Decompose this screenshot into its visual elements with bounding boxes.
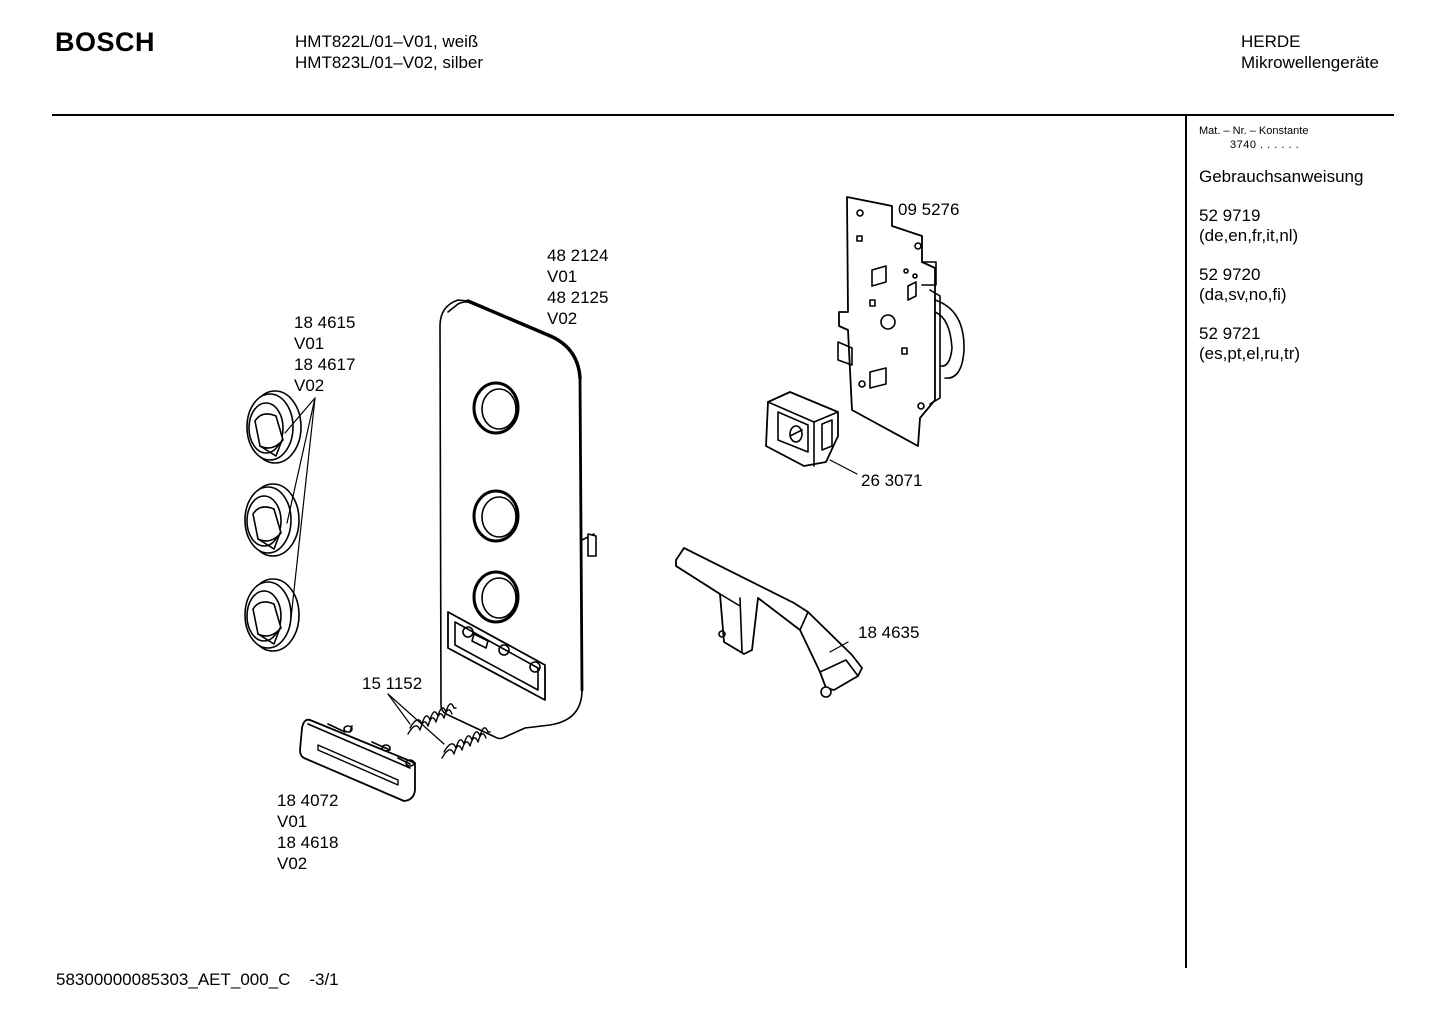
variant-code: V02 (547, 309, 578, 328)
part-number: 48 2125 (547, 288, 609, 307)
variant-code: V01 (294, 334, 325, 353)
exploded-parts-diagram (244, 196, 965, 802)
part-number: 09 5276 (898, 200, 960, 219)
sidebar-divider (1185, 116, 1187, 968)
manual-heading: Gebrauchsanweisung (1199, 167, 1364, 186)
bracket-drawing (675, 547, 863, 698)
bracket-part-number: 18 4635 (858, 622, 919, 643)
push-button-drawing (299, 718, 416, 802)
timer-part-number: 09 5276 (898, 199, 959, 220)
manual-number: 52 9721 (1199, 324, 1261, 343)
model-line: HMT823L/01–V02, silber (295, 53, 484, 72)
button-part-numbers: 18 4072 V01 18 4618 V02 (277, 790, 338, 874)
category-line: Mikrowellengeräte (1241, 53, 1379, 72)
panel-part-numbers: 48 2124 V01 48 2125 V02 (547, 245, 608, 329)
manual-entry: 52 9721 (es,pt,el,ru,tr) (1199, 324, 1394, 364)
part-number: 18 4617 (294, 355, 356, 374)
switch-drawing (765, 391, 858, 475)
manual-entry: 52 9719 (de,en,fr,it,nl) (1199, 206, 1394, 246)
variant-code: V02 (277, 854, 308, 873)
knob-drawing (244, 390, 316, 652)
part-number: 18 4615 (294, 313, 356, 332)
material-number-value: 3740 . . . . . . (1230, 139, 1300, 151)
manual-languages: (da,sv,no,fi) (1199, 285, 1287, 304)
variant-code: V01 (547, 267, 578, 286)
manual-entry: 52 9720 (da,sv,no,fi) (1199, 265, 1394, 305)
spring-drawing (387, 693, 491, 759)
document-code: 58300000085303_AET_000_C -3/1 (56, 970, 339, 989)
header-divider (52, 114, 1394, 116)
timer-drawing (837, 196, 965, 447)
category: HERDE Mikrowellengeräte (1241, 31, 1379, 73)
switch-part-number: 26 3071 (861, 470, 922, 491)
brand-logo: BOSCH (55, 27, 156, 57)
sidebar: Mat. – Nr. – Konstante 3740 . . . . . . … (1199, 124, 1394, 364)
knob-part-numbers: 18 4615 V01 18 4617 V02 (294, 312, 355, 396)
manual-languages: (es,pt,el,ru,tr) (1199, 344, 1301, 363)
spring-part-number: 15 1152 (362, 673, 422, 694)
part-number: 15 1152 (362, 674, 423, 693)
part-number: 18 4618 (277, 833, 339, 852)
model-list: HMT822L/01–V01, weiß HMT823L/01–V02, sil… (295, 31, 483, 73)
part-number: 48 2124 (547, 246, 609, 265)
manual-number: 52 9719 (1199, 206, 1261, 225)
part-number: 18 4635 (858, 623, 920, 642)
material-number-label: Mat. – Nr. – Konstante (1199, 125, 1309, 137)
variant-code: V01 (277, 812, 308, 831)
manual-number: 52 9720 (1199, 265, 1261, 284)
manual-languages: (de,en,fr,it,nl) (1199, 226, 1299, 245)
control-panel-drawing (439, 299, 597, 740)
variant-code: V02 (294, 376, 325, 395)
part-number: 18 4072 (277, 791, 339, 810)
model-line: HMT822L/01–V01, weiß (295, 32, 479, 51)
category-line: HERDE (1241, 32, 1301, 51)
part-number: 26 3071 (861, 471, 923, 490)
